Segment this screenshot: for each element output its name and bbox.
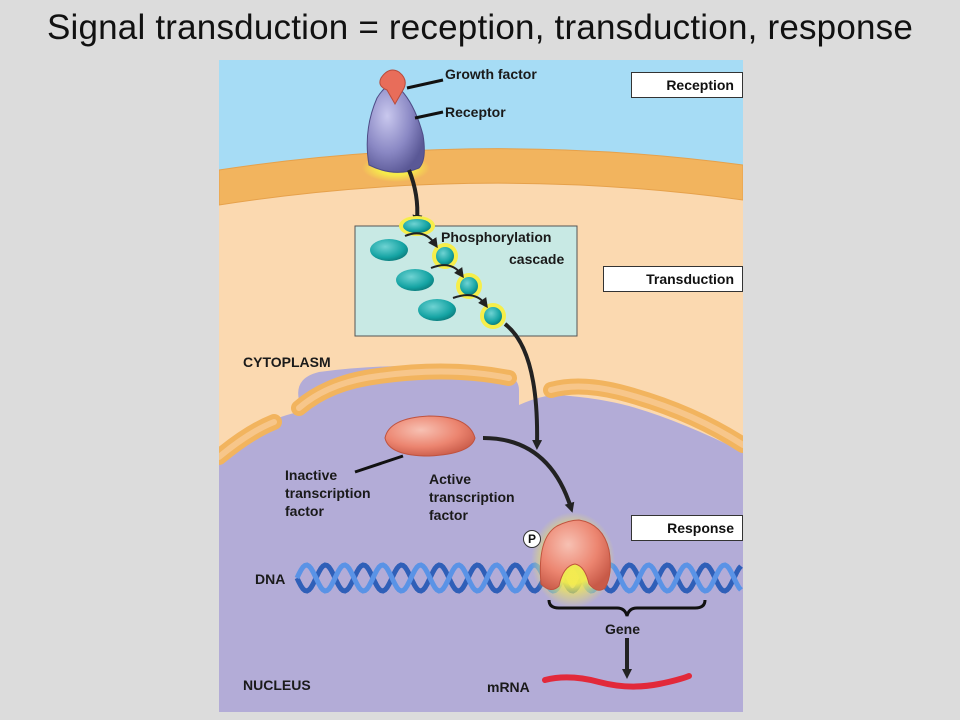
inactive-transcription-factor	[384, 415, 476, 457]
inactive-tf-label-line2: transcription	[285, 485, 371, 501]
cascade-arrow-2	[430, 264, 464, 279]
active-tf-label-line2: transcription	[429, 489, 515, 505]
receptor-leader	[414, 110, 444, 120]
phosphorylation-label-line2: cascade	[509, 251, 565, 267]
diagram-canvas	[219, 60, 743, 712]
dna-strand-1	[294, 562, 743, 594]
phosphate-marker: P	[523, 530, 541, 548]
receptor-protein	[366, 85, 425, 173]
active-tf-label-line1: Active	[429, 471, 472, 487]
nucleus-label: NUCLEUS	[243, 677, 311, 693]
active-transcription-factor	[539, 519, 611, 591]
cascade-arrow-1	[404, 232, 438, 249]
cascade-arrow-3	[452, 294, 488, 309]
mrna-label: mRNA	[487, 679, 530, 695]
inactive-tf-label-line3: factor	[285, 503, 324, 519]
inactive-tf-leader	[354, 454, 404, 474]
stage-reception: Reception	[631, 72, 743, 98]
slide-title: Signal transduction = reception, transdu…	[46, 8, 914, 47]
active-kinase-1	[403, 219, 431, 233]
phosphorylation-label-line1: Phosphorylation	[441, 229, 552, 245]
inactive-tf-label-line1: Inactive	[285, 467, 338, 483]
arrow-to-cascade	[407, 169, 423, 225]
receptor-label: Receptor	[445, 104, 506, 120]
dna-label: DNA	[255, 571, 286, 587]
gene-bracket	[547, 599, 707, 617]
dna-strand-2	[294, 562, 743, 594]
kinase-3-active	[460, 277, 478, 295]
kinase-2-inactive	[370, 239, 408, 261]
gene-label: Gene	[605, 621, 641, 637]
growth-factor-leader	[406, 78, 444, 90]
signal-transduction-diagram: Growth factor Receptor Reception Transdu…	[219, 60, 743, 712]
nucleus-region	[219, 366, 743, 712]
stage-transduction: Transduction	[603, 266, 743, 292]
active-tf-label-line3: factor	[429, 507, 468, 523]
kinase-2-active	[436, 247, 454, 265]
kinase-4-inactive	[418, 299, 456, 321]
arrow-to-nucleus	[503, 322, 543, 450]
dna-double-helix	[294, 562, 743, 594]
cytoplasm-label: CYTOPLASM	[243, 354, 331, 370]
mrna-strand	[542, 673, 692, 690]
kinase-3-inactive	[396, 269, 434, 291]
stage-response: Response	[631, 515, 743, 541]
growth-factor-ligand	[379, 69, 406, 106]
extracellular-region	[219, 60, 743, 170]
growth-factor-label: Growth factor	[445, 66, 537, 82]
arrow-to-active-tf	[482, 436, 575, 513]
kinase-4-active	[484, 307, 502, 325]
